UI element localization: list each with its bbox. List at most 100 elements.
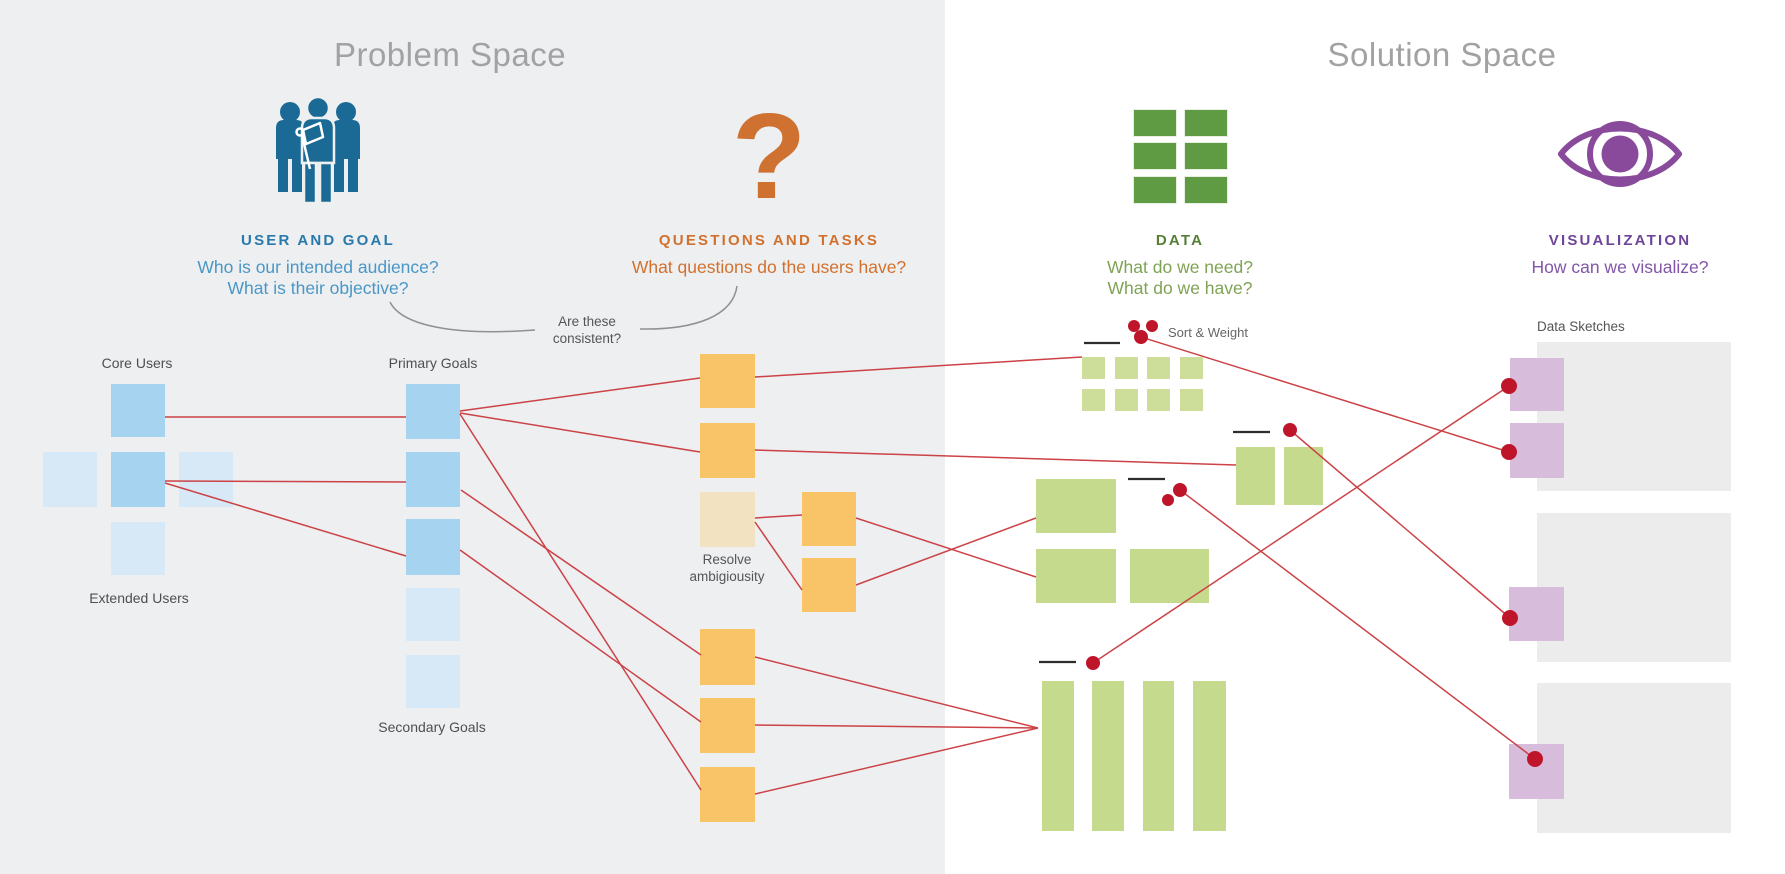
data-bar [1092, 681, 1124, 831]
user-goal-question: Who is our intended audience? [197, 257, 439, 277]
extended-users-label: Extended Users [89, 590, 189, 606]
questions-tasks-heading: QUESTIONS AND TASKS [658, 232, 880, 249]
eye-icon [1557, 114, 1683, 199]
goal-note [406, 519, 460, 575]
data-question: What do we have? [1107, 278, 1253, 298]
data-bar [1143, 681, 1174, 831]
data-shape [1115, 357, 1138, 379]
connection-dot [1173, 483, 1187, 497]
goal-note [406, 452, 460, 507]
primary-goals-label: Primary Goals [388, 355, 478, 371]
data-shape [1147, 389, 1170, 411]
visualization-heading: VISUALIZATION [1548, 232, 1692, 249]
connection-line [754, 656, 1039, 729]
column-questions-and-tasks: ? QUESTIONS AND TASKS What questions do … [599, 90, 939, 278]
connection-dot [1162, 494, 1174, 506]
user-note [179, 452, 233, 507]
connection-dot [1283, 423, 1297, 437]
connection-line [459, 377, 701, 412]
data-shape [1082, 357, 1105, 379]
connection-line [855, 517, 1037, 578]
sketch-note [1510, 423, 1564, 478]
connection-line [1289, 429, 1511, 619]
questions-tasks-question: What questions do the users have? [631, 257, 907, 277]
sketch-note [1509, 587, 1564, 641]
connection-dot [1128, 320, 1140, 332]
connection-line [754, 449, 1237, 466]
task-note [700, 767, 755, 822]
sketch-placeholder [1537, 683, 1731, 833]
connection-dot [1527, 751, 1543, 767]
column-user-and-goal: USER AND GOAL Who is our intended audien… [148, 90, 488, 299]
connection-dot [1501, 378, 1517, 394]
connection-line [164, 480, 407, 483]
core-users-label: Core Users [101, 355, 173, 371]
connection-line [1179, 489, 1536, 760]
connection-dot [1086, 656, 1100, 670]
data-shape [1147, 357, 1170, 379]
connection-line [754, 727, 1039, 795]
task-note [700, 698, 755, 753]
are-these-consistent-annotation: Are these consistent? [552, 314, 622, 346]
connection-dot [1134, 330, 1148, 344]
goal-note [406, 384, 460, 439]
sketch-placeholder [1537, 513, 1731, 662]
secondary-goals-label: Secondary Goals [378, 719, 486, 735]
sketch-placeholder [1537, 342, 1731, 491]
connection-line [460, 489, 702, 656]
column-data: DATA What do we need? What do we have? [1010, 90, 1350, 299]
data-shape [1284, 447, 1323, 505]
problem-space-panel [0, 0, 945, 874]
data-grid-icon [1132, 108, 1228, 204]
annotation-curve [389, 301, 536, 333]
data-question: What do we need? [1107, 257, 1253, 277]
connection-line [754, 724, 1039, 729]
resolve-ambiguity-annotation: Resolve ambigiousity [689, 552, 765, 584]
data-bar [1042, 681, 1074, 831]
goal-note [406, 655, 460, 708]
connection-line [855, 517, 1037, 586]
connection-line [1140, 336, 1510, 453]
data-shape [1082, 389, 1105, 411]
column-visualization: VISUALIZATION How can we visualize? [1450, 90, 1785, 278]
sort-and-weight-annotation: Sort & Weight [1168, 325, 1248, 340]
connection-dot [1502, 610, 1518, 626]
solution-space-title: Solution Space [1327, 36, 1557, 73]
question-mark-icon: ? [731, 88, 807, 224]
user-note [111, 384, 165, 437]
data-shape [1115, 389, 1138, 411]
connection-line [1092, 385, 1510, 664]
goal-note [406, 588, 460, 641]
data-shape [1036, 549, 1116, 603]
task-note [700, 354, 755, 408]
user-note [43, 452, 97, 507]
user-note [111, 452, 165, 507]
user-goal-heading: USER AND GOAL [241, 232, 395, 249]
task-note [700, 423, 755, 478]
connection-line [754, 514, 803, 519]
data-shape [1180, 389, 1203, 411]
visualization-question: How can we visualize? [1531, 257, 1709, 277]
task-note [802, 558, 856, 612]
task-note [802, 492, 856, 546]
sketch-note [1510, 358, 1564, 411]
connection-line [459, 413, 702, 791]
task-note [700, 492, 755, 547]
user-goal-question: What is their objective? [227, 278, 409, 298]
connection-dot [1501, 444, 1517, 460]
task-note [700, 629, 755, 685]
annotation-curve [639, 285, 738, 330]
connection-line [459, 412, 701, 453]
user-note [111, 522, 165, 575]
people-icon [266, 95, 370, 216]
data-shape [1236, 447, 1275, 505]
connection-line [459, 549, 702, 723]
problem-space-title: Problem Space [333, 36, 567, 73]
connection-line [164, 482, 407, 557]
data-bar [1193, 681, 1226, 831]
data-shape [1036, 479, 1116, 533]
data-sketches-label: Data Sketches [1537, 319, 1625, 334]
